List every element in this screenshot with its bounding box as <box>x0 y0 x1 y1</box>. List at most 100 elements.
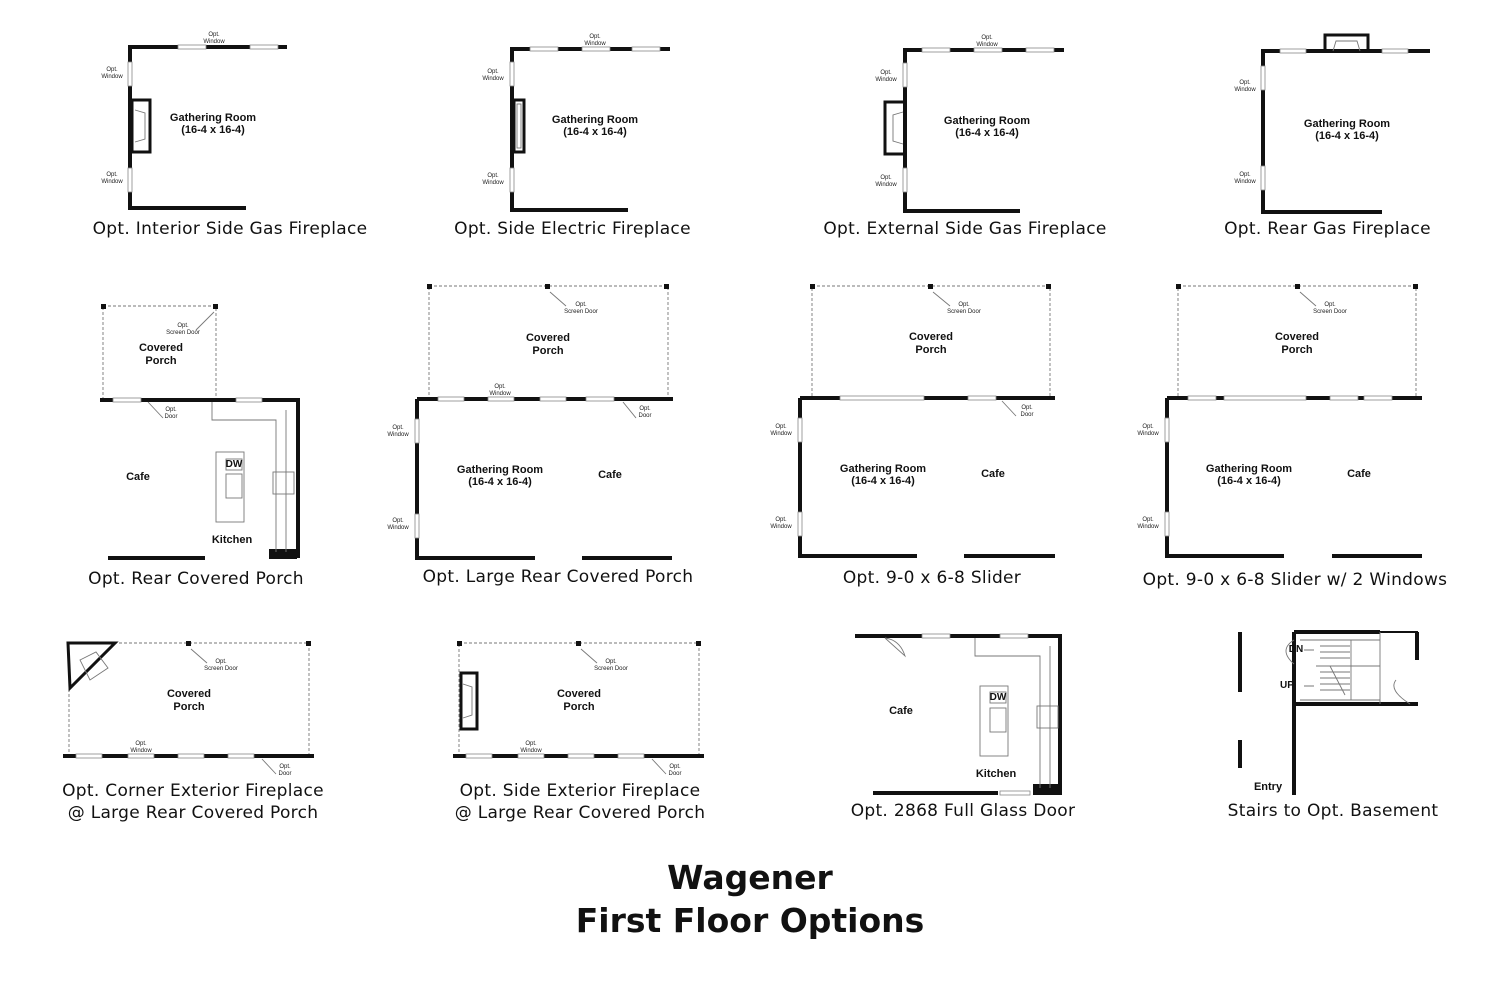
room-dims: (16-4 x 16-4) <box>181 124 245 136</box>
plan-stairs-basement: DN UP Entry <box>1238 630 1419 795</box>
plan-external-side-gas-fireplace: Gathering Room (16-4 x 16-4) Opt. Window… <box>875 35 1064 213</box>
dn-label: DN <box>1289 644 1303 655</box>
window-label: Window <box>482 180 504 186</box>
room-label: Gathering Room <box>840 463 926 475</box>
opt-label: Opt. <box>981 35 993 41</box>
opt-label: Opt. <box>775 424 787 430</box>
plan-slider: Covered Porch Gathering Room (16-4 x 16-… <box>770 284 1055 558</box>
caption-large-rear-covered-porch: Opt. Large Rear Covered Porch <box>422 567 694 587</box>
door-label: Door <box>668 771 681 777</box>
caption-full-glass-door: Opt. 2868 Full Glass Door <box>850 801 1076 821</box>
caption-side-electric-fireplace: Opt. Side Electric Fireplace <box>454 219 691 239</box>
room-dims: (16-4 x 16-4) <box>1315 130 1379 142</box>
dw-label: DW <box>226 459 243 470</box>
opt-label: Opt. <box>639 406 651 412</box>
opt-label: Opt. <box>589 34 601 40</box>
caption-stairs-basement: Stairs to Opt. Basement <box>1227 801 1439 821</box>
opt-label: Opt. <box>1142 424 1154 430</box>
window-label: Window <box>1137 524 1159 530</box>
room-label: Kitchen <box>212 534 253 546</box>
room-label: Cafe <box>981 468 1005 480</box>
opt-label: Opt. <box>1324 302 1336 308</box>
opt-label: Opt. <box>1239 172 1251 178</box>
window-label: Window <box>520 748 542 754</box>
caption-line: Opt. Side Exterior Fireplace <box>459 781 701 801</box>
caption-slider-windows: Opt. 9-0 x 6-8 Slider w/ 2 Windows <box>1142 570 1448 590</box>
opt-label: Opt. <box>494 384 506 390</box>
room-dims: (16-4 x 16-4) <box>1217 475 1281 487</box>
opt-label: Opt. <box>880 175 892 181</box>
opt-label: Opt. <box>1142 517 1154 523</box>
opt-label: Opt. <box>106 172 118 178</box>
room-label: Gathering Room <box>170 112 256 124</box>
opt-label: Opt. <box>775 517 787 523</box>
up-label: UP <box>1280 680 1294 691</box>
screen-door-label: Screen Door <box>1313 309 1347 315</box>
window-label: Window <box>875 77 897 83</box>
screen-door-label: Screen Door <box>594 666 628 672</box>
window-label: Window <box>875 182 897 188</box>
window-label: Window <box>387 432 409 438</box>
caption-line: @ Large Rear Covered Porch <box>454 803 706 823</box>
opt-label: Opt. <box>669 764 681 770</box>
caption-external-side-gas-fireplace: Opt. External Side Gas Fireplace <box>823 219 1107 239</box>
opt-label: Opt. <box>208 32 220 38</box>
opt-label: Opt. <box>525 741 537 747</box>
caption-rear-gas-fireplace: Opt. Rear Gas Fireplace <box>1224 219 1431 239</box>
opt-label: Opt. <box>165 407 177 413</box>
room-label: Kitchen <box>976 768 1017 780</box>
caption-side-exterior-fireplace: Opt. Side Exterior Fireplace @ Large Rea… <box>425 780 735 824</box>
opt-label: Opt. <box>215 659 227 665</box>
opt-label: Opt. <box>392 425 404 431</box>
caption-slider: Opt. 9-0 x 6-8 Slider <box>842 568 1022 588</box>
room-label: Porch <box>563 701 594 713</box>
plan-full-glass-door: DW Cafe Kitchen <box>855 633 1062 796</box>
room-label: Covered <box>139 342 183 354</box>
door-label: Door <box>278 771 291 777</box>
window-label: Window <box>584 41 606 47</box>
room-label: Cafe <box>889 705 913 717</box>
opt-label: Opt. <box>279 764 291 770</box>
screen-door-label: Screen Door <box>947 309 981 315</box>
window-label: Window <box>130 748 152 754</box>
room-label: Porch <box>532 345 563 357</box>
window-label: Window <box>770 524 792 530</box>
page-subtitle: First Floor Options <box>575 901 925 940</box>
opt-label: Opt. <box>135 741 147 747</box>
plan-slider-with-windows: Covered Porch Gathering Room (16-4 x 16-… <box>1137 284 1422 558</box>
room-dims: (16-4 x 16-4) <box>468 476 532 488</box>
plan-corner-exterior-fireplace: Covered Porch Opt. Screen Door Opt. Wind… <box>63 641 314 777</box>
room-label: Cafe <box>126 471 150 483</box>
room-label: Covered <box>557 688 601 700</box>
opt-label: Opt. <box>487 69 499 75</box>
room-label: Covered <box>526 332 570 344</box>
room-label: Porch <box>145 355 176 367</box>
plan-side-exterior-fireplace: Covered Porch Opt. Screen Door Opt. Wind… <box>453 641 704 777</box>
page-title: Wagener <box>667 858 833 897</box>
window-label: Window <box>976 42 998 48</box>
room-label: Porch <box>173 701 204 713</box>
room-label: Porch <box>915 344 946 356</box>
window-label: Window <box>1137 431 1159 437</box>
screen-door-label: Screen Door <box>204 666 238 672</box>
opt-label: Opt. <box>106 67 118 73</box>
window <box>249 44 279 50</box>
room-label: Cafe <box>598 469 622 481</box>
window <box>127 167 133 193</box>
opt-label: Opt. <box>487 173 499 179</box>
window-label: Window <box>101 179 123 185</box>
plan-rear-covered-porch: DW Covered Porch Cafe Kitchen Opt. Scree… <box>100 304 300 560</box>
room-dims: (16-4 x 16-4) <box>955 127 1019 139</box>
room-label: Covered <box>1275 331 1319 343</box>
opt-label: Opt. <box>958 302 970 308</box>
screen-door-label: Screen Door <box>166 330 200 336</box>
room-label: Gathering Room <box>944 115 1030 127</box>
opt-label: Opt. <box>575 302 587 308</box>
room-label: Cafe <box>1347 468 1371 480</box>
caption-interior-side-gas-fireplace: Opt. Interior Side Gas Fireplace <box>92 219 368 239</box>
opt-label: Opt. <box>1239 80 1251 86</box>
door-label: Door <box>164 414 177 420</box>
window-label: Window <box>489 391 511 397</box>
plan-large-rear-covered-porch: Covered Porch Gathering Room (16-4 x 16-… <box>387 284 673 560</box>
